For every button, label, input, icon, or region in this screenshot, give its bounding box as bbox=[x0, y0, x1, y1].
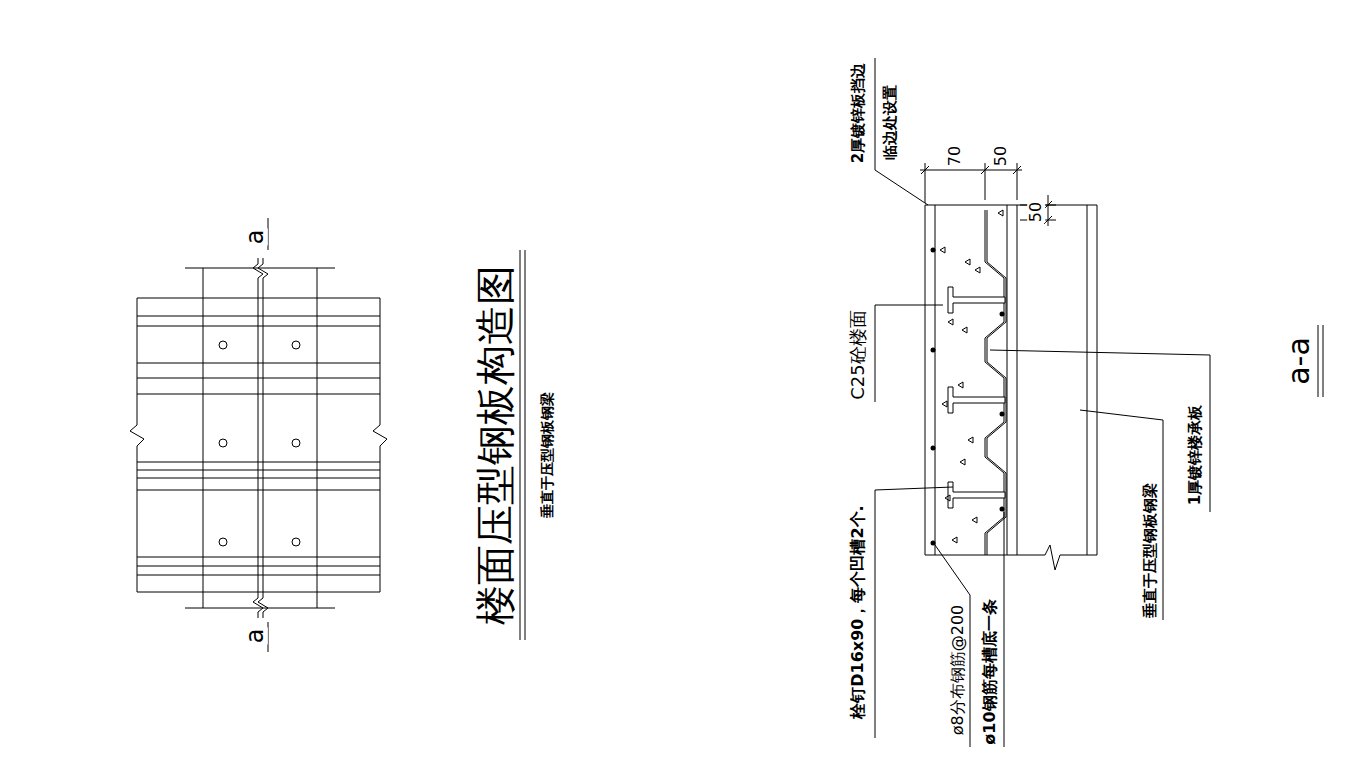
rebar-dot bbox=[931, 541, 936, 546]
drawing-title: 楼面压型钢板构造图 bbox=[473, 264, 517, 626]
plan-view bbox=[130, 218, 387, 652]
rebar-dot bbox=[931, 248, 936, 253]
aggregate-mark bbox=[965, 259, 970, 265]
shear-stud bbox=[948, 387, 1005, 413]
dimension: 50 bbox=[992, 145, 1010, 167]
callout-text: 栓钉D16x90，每个凹槽2个. bbox=[849, 504, 867, 719]
callout-text: 垂直于压型钢板钢梁 bbox=[1142, 482, 1159, 619]
dimension: 70 bbox=[946, 145, 964, 167]
aggregate-mark bbox=[945, 495, 950, 501]
aggregate-mark bbox=[948, 319, 953, 325]
deck-profile bbox=[987, 210, 1006, 555]
aggregate-mark bbox=[998, 210, 1003, 216]
shear-stud bbox=[948, 482, 1005, 508]
rebar-dot bbox=[1000, 412, 1005, 417]
section-mark: a bbox=[242, 229, 268, 246]
aggregate-mark bbox=[960, 459, 965, 465]
subtitle-note: 垂直于压型钢板钢梁 bbox=[540, 391, 555, 519]
rebar-dot bbox=[1000, 507, 1005, 512]
callout-text: C25砼楼面 bbox=[848, 309, 868, 400]
aggregate-mark bbox=[942, 401, 947, 407]
aggregate-mark bbox=[952, 537, 957, 543]
callout-text: 临边处设置 bbox=[882, 84, 899, 161]
aggregate-mark bbox=[962, 327, 967, 333]
aggregate-mark bbox=[972, 517, 977, 523]
dimension: 50 bbox=[1027, 201, 1045, 223]
callout-text: 1厚镀锌楼承板 bbox=[1187, 404, 1204, 506]
callout-text: 2厚镀锌板挡边 bbox=[850, 62, 867, 164]
callout-text: ø10钢筋每槽底一条 bbox=[981, 598, 999, 745]
rebar-dot bbox=[931, 446, 936, 451]
rebar-dot bbox=[931, 348, 936, 353]
section-caption: a-a bbox=[1282, 336, 1315, 386]
aggregate-mark bbox=[975, 267, 980, 273]
callout-text: ø8分布钢筋@200 bbox=[949, 604, 967, 737]
aggregate-mark bbox=[968, 437, 973, 443]
aggregate-mark bbox=[958, 382, 963, 388]
deck-profile bbox=[985, 210, 1004, 555]
shear-stud bbox=[948, 287, 1005, 313]
section-view bbox=[875, 58, 1323, 747]
rebar-dot bbox=[1000, 312, 1005, 317]
aggregate-mark bbox=[940, 247, 945, 253]
section-mark: a bbox=[242, 628, 268, 645]
